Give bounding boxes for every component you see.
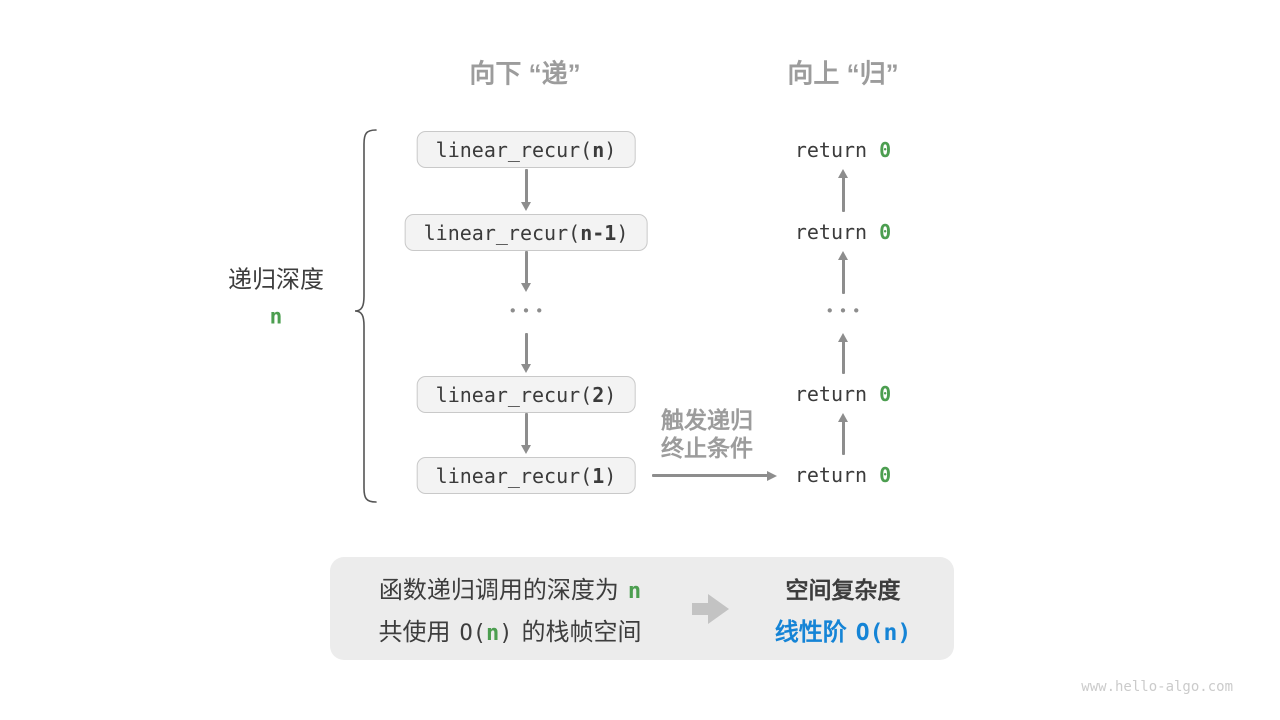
arrow-down-icon <box>524 251 528 284</box>
big-o-close: ) <box>499 621 513 646</box>
result-big-o: O(n) <box>855 619 912 646</box>
arrow-up-icon <box>841 341 845 374</box>
summary-line1-text: 函数递归调用的深度为 <box>378 577 619 604</box>
summary-line1: 函数递归调用的深度为 n <box>379 570 641 605</box>
return-keyword: return <box>794 220 880 244</box>
base-case-label: 触发递归 终止条件 <box>661 406 753 462</box>
return-value: 0 <box>879 463 892 487</box>
call-box-arg: n <box>592 137 605 162</box>
return-value: 0 <box>879 220 892 244</box>
summary-right: 空间复杂度 线性阶 O(n) <box>738 557 948 660</box>
return-row: return 0 <box>795 382 891 406</box>
call-box-n-1: linear_recur(n-1) <box>404 214 648 251</box>
return-keyword: return <box>794 138 880 162</box>
return-row: return 0 <box>795 463 891 487</box>
call-box-arg: n-1 <box>580 220 617 245</box>
call-box-arg: 1 <box>592 463 605 488</box>
call-box-1: linear_recur(1) <box>416 457 636 494</box>
implies-arrow-icon <box>692 594 729 624</box>
base-case-line1: 触发递归 <box>661 407 753 433</box>
watermark: www.hello-algo.com <box>1081 679 1233 695</box>
arrow-down-icon <box>524 413 528 446</box>
big-o-open: O( <box>459 621 487 646</box>
call-box-suffix: ) <box>616 220 629 245</box>
depth-brace <box>354 129 377 503</box>
depth-label-text: 递归深度 <box>228 266 324 294</box>
ellipsis-left: ••• <box>510 302 550 320</box>
depth-label: 递归深度 n <box>228 260 324 329</box>
call-box-n: linear_recur(n) <box>416 131 636 168</box>
call-box-arg: 2 <box>592 382 605 407</box>
call-box-prefix: linear_recur( <box>435 137 593 162</box>
call-box-prefix: linear_recur( <box>435 463 593 488</box>
call-box-suffix: ) <box>604 463 617 488</box>
base-case-line2: 终止条件 <box>661 435 753 461</box>
depth-variable: n <box>269 304 283 329</box>
arrow-up-icon <box>841 259 845 294</box>
return-row: return 0 <box>795 220 891 244</box>
call-box-prefix: linear_recur( <box>435 382 593 407</box>
arrow-down-icon <box>524 169 528 203</box>
return-row: return 0 <box>795 138 891 162</box>
arrow-right-icon <box>652 474 768 477</box>
header-ascend: 向上 “归” <box>787 58 899 89</box>
result-line: 线性阶 O(n) <box>775 612 911 647</box>
return-value: 0 <box>879 138 892 162</box>
return-keyword: return <box>794 463 880 487</box>
return-keyword: return <box>794 382 880 406</box>
call-box-2: linear_recur(2) <box>416 376 636 413</box>
summary-line1-var: n <box>627 579 642 604</box>
header-descend: 向下 “递” <box>469 58 581 89</box>
summary-line2-post: 的栈帧空间 <box>521 619 642 646</box>
result-title: 空间复杂度 <box>785 576 901 603</box>
result-order: 线性阶 <box>774 618 847 646</box>
call-box-suffix: ) <box>604 382 617 407</box>
summary-line2: 共使用 O(n) 的栈帧空间 <box>379 612 642 647</box>
arrow-up-icon <box>841 177 845 212</box>
call-box-suffix: ) <box>604 137 617 162</box>
return-value: 0 <box>879 382 892 406</box>
ellipsis-right: ••• <box>827 302 867 320</box>
call-box-prefix: linear_recur( <box>423 220 581 245</box>
big-o-var: n <box>486 621 500 646</box>
summary-line2-pre: 共使用 <box>378 619 451 646</box>
arrow-up-icon <box>841 421 845 455</box>
arrow-down-icon <box>524 333 528 365</box>
